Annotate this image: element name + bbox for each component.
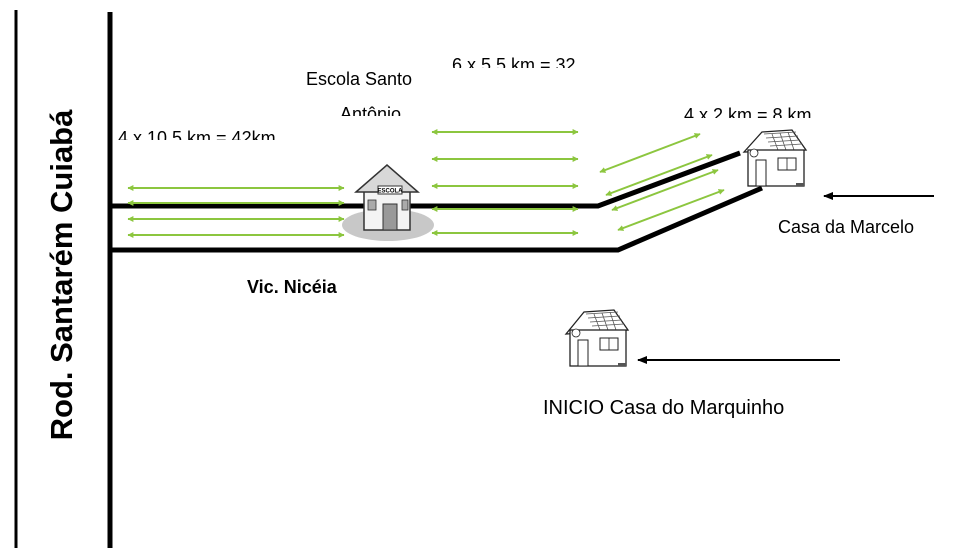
route-arrows-east <box>599 133 725 231</box>
house-icon-marquinho <box>564 309 630 367</box>
distance-label-west: 4 x 10,5 km = 42km <box>118 128 276 140</box>
route-arrows-middle <box>431 129 579 236</box>
distance-label-middle: 6 x 5,5 km = 32 <box>452 55 576 68</box>
school-sign-text: ESCOLA <box>377 189 403 195</box>
start-house-label: INICIO Casa do Marquinho <box>543 397 785 419</box>
distance-label-east: 4 x 2 km = 8 km <box>684 105 812 118</box>
school-icon: ESCOLA <box>342 164 434 241</box>
route-arrow <box>605 154 713 196</box>
route-arrow <box>611 169 719 211</box>
route-arrow <box>599 133 701 173</box>
house-icon-marcelo <box>742 129 808 187</box>
school-name: Escola Santo <box>306 69 413 89</box>
road-label: Vic. Nicéia <box>247 277 337 297</box>
highway-label: Rod. Santarém Cuiabá <box>44 109 79 441</box>
route-arrow <box>617 189 725 231</box>
school-name-line2: Antônio <box>340 104 402 116</box>
end-house-label: Casa da Marcelo <box>778 217 915 237</box>
route-arrows-west <box>127 185 345 238</box>
